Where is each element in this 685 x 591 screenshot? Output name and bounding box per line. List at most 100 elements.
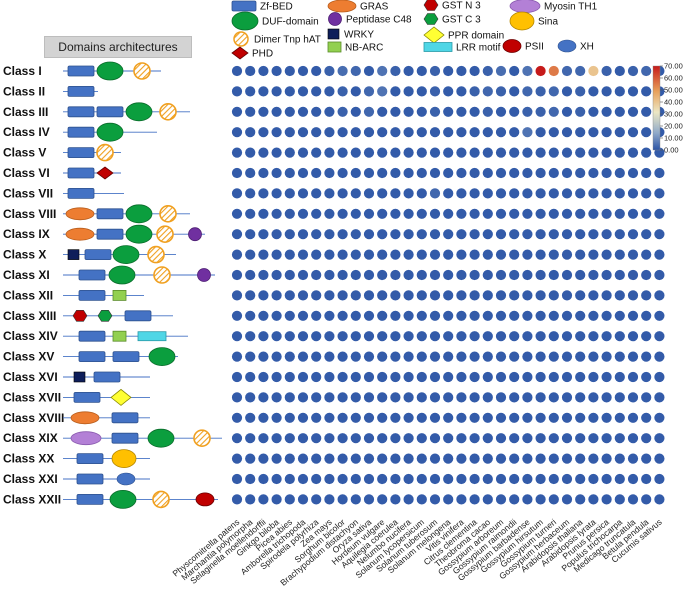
heatmap-cell (509, 494, 520, 505)
heatmap-cell (627, 208, 639, 219)
heatmap-cell (482, 473, 493, 485)
heatmap-cell (509, 290, 520, 301)
heatmap-cell (390, 392, 401, 403)
heatmap-cell (522, 494, 533, 505)
heatmap-cell (561, 127, 573, 138)
colorbar-tick-label: 40.00 (664, 98, 683, 107)
heatmap-cell (654, 310, 665, 321)
heatmap-cell (258, 331, 269, 342)
nb-arc-domain (327, 41, 342, 53)
heatmap-cell (403, 331, 414, 342)
heatmap-cell (403, 371, 414, 383)
heatmap-cell (469, 167, 480, 179)
heatmap-cell (482, 65, 493, 77)
wrky-domain (327, 28, 340, 40)
heatmap-cell (614, 310, 625, 321)
heatmap-cell (575, 106, 586, 117)
class-label: Class XII (3, 288, 53, 302)
heatmap-cell (311, 453, 322, 464)
heatmap-cell (627, 392, 639, 403)
heatmap-cell (363, 147, 375, 158)
heatmap-cell (390, 290, 401, 301)
heatmap-cell (324, 433, 335, 444)
heatmap-cell (311, 473, 322, 485)
heatmap-cell (548, 249, 559, 260)
heatmap-cell (271, 433, 282, 444)
duf-domain (112, 245, 140, 265)
heatmap-cell (350, 106, 361, 117)
heatmap-cell (311, 331, 322, 342)
ppr-domain (110, 388, 132, 406)
heatmap-cell (456, 290, 467, 301)
heatmap-cell (258, 310, 269, 321)
heatmap-cell (350, 473, 361, 485)
heatmap-cell (297, 371, 309, 383)
heatmap-cell (495, 392, 507, 403)
heatmap-cell (271, 269, 282, 281)
duf-domain (96, 122, 124, 142)
heatmap-cell (416, 392, 427, 403)
duf-domain (125, 102, 153, 122)
heatmap-cell (601, 412, 612, 423)
heatmap-cell (535, 331, 546, 342)
heatmap-cell (258, 371, 269, 383)
wrky-domain (67, 249, 80, 260)
heatmap-cell (601, 331, 612, 342)
heatmap-cell (231, 433, 243, 444)
heatmap-cell (390, 351, 401, 362)
heatmap-cell (575, 331, 586, 342)
heatmap-cell (429, 453, 441, 464)
heatmap-cell (614, 147, 625, 158)
dimer-tnp-hat-domain (159, 103, 177, 121)
class-row: Class XIX (3, 428, 222, 448)
heatmap-cell (324, 86, 335, 97)
class-row: Class XVIII (3, 411, 150, 425)
wrky-domain (73, 371, 86, 383)
heatmap-cell (390, 453, 401, 464)
heatmap-cell (297, 412, 309, 423)
heatmap-cell (522, 86, 533, 97)
heatmap-cell (284, 433, 295, 444)
heatmap-cell (363, 453, 375, 464)
heatmap-cell (561, 269, 573, 281)
heatmap-cell (337, 392, 348, 403)
heatmap-cell (377, 229, 388, 240)
heatmap-cell (495, 433, 507, 444)
heatmap-cell (548, 494, 559, 505)
heatmap-cell (284, 412, 295, 423)
heatmap-cell (588, 351, 599, 362)
heatmap-cell (575, 269, 586, 281)
heatmap-cell (350, 127, 361, 138)
heatmap-cell (363, 392, 375, 403)
duf-domain (108, 265, 136, 285)
heatmap-cell (429, 473, 441, 485)
heatmap-cell (403, 208, 414, 219)
heatmap-cell (535, 229, 546, 240)
legend-label: PSII (525, 42, 544, 53)
heatmap-cell (535, 269, 546, 281)
heatmap-cell (469, 453, 480, 464)
heatmap-cell (469, 331, 480, 342)
heatmap-cell (575, 127, 586, 138)
heatmap-cell (614, 351, 625, 362)
heatmap-cell (614, 167, 625, 179)
heatmap-cell (271, 290, 282, 301)
heatmap-cell (575, 412, 586, 423)
heatmap-cell (245, 290, 256, 301)
heatmap-cell (390, 106, 401, 117)
heatmap-cell (350, 65, 361, 77)
heatmap-cell (535, 167, 546, 179)
heatmap-cell (416, 249, 427, 260)
heatmap-cell (482, 310, 493, 321)
zf-bed-domain (78, 330, 106, 342)
heatmap-cell (469, 433, 480, 444)
heatmap-cell (245, 188, 256, 199)
class-label: Class XVII (3, 390, 61, 404)
heatmap-cell (561, 249, 573, 260)
colorbar-tick-label: 50.00 (664, 86, 683, 95)
heatmap-cell (482, 208, 493, 219)
gras-domain (65, 207, 95, 221)
heatmap-cell (429, 127, 441, 138)
heatmap-cell (641, 86, 652, 97)
